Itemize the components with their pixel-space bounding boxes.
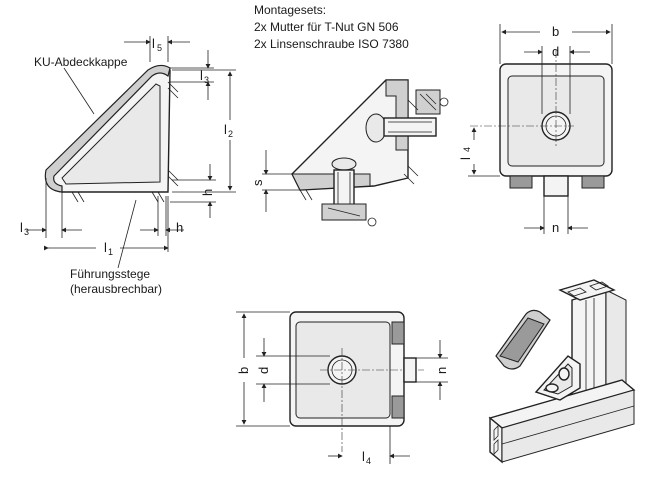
dim-l2-letter: l <box>224 122 227 137</box>
dim-s: s <box>250 179 265 186</box>
iso-bracket-bore-upper <box>558 367 570 381</box>
dim-l3-top-letter: l <box>200 68 203 83</box>
dim-l3-bottom-letter: l <box>20 220 23 235</box>
dim-l3-top-index: 3 <box>204 75 209 85</box>
rotated-web-top <box>391 321 405 345</box>
side-inner-face <box>61 83 161 185</box>
dim-l3-bottom-index: 3 <box>24 227 29 237</box>
section-view: Montagesets: 2x Mutter für T-Nut GN 506 … <box>250 3 449 227</box>
profile-vertical-top <box>558 279 616 301</box>
front-tab <box>543 175 569 197</box>
screw-shank-horizontal <box>383 117 437 137</box>
rotated-tab <box>403 357 417 383</box>
dim-l5-index: 5 <box>157 43 162 53</box>
screw-head-horizontal <box>365 113 387 143</box>
dim-l1-index: 1 <box>108 247 113 257</box>
label-mounting-line2: 2x Linsenschraube ISO 7380 <box>254 37 409 51</box>
label-guide-webs-line2: (herausbrechbar) <box>70 282 162 296</box>
dim-b-top: b <box>552 24 559 39</box>
dim-n-bottom: n <box>434 367 449 374</box>
section-hatch-horizontal <box>291 173 371 191</box>
dim-l4-top-letter: l <box>458 157 473 160</box>
front-web-left <box>509 175 533 189</box>
front-view-bottom: b d n l 4 <box>236 311 449 466</box>
dim-l4-bottom-letter: l <box>362 449 365 464</box>
iso-bracket-bore-lower <box>545 383 559 393</box>
label-cover-cap: KU-Abdeckkappe <box>34 55 128 69</box>
side-view: l 5 l 3 l 2 h h l 3 <box>20 36 236 296</box>
isometric-assembly <box>488 279 636 464</box>
dim-l2-index: 2 <box>228 129 233 139</box>
dim-h-horizontal: h <box>176 220 183 235</box>
dim-h-vertical: h <box>200 189 215 196</box>
dim-n-top: n <box>552 220 559 235</box>
dim-l5-letter: l <box>152 36 155 51</box>
label-mounting-title: Montagesets: <box>254 3 326 17</box>
guide-webs <box>71 81 179 203</box>
cover-cap-outline <box>44 64 171 193</box>
label-mounting-line1: 2x Mutter für T-Nut GN 506 <box>254 20 399 34</box>
rotated-web-bottom <box>391 395 405 419</box>
profile-horizontal-front <box>501 389 635 463</box>
label-guide-webs-line1: Führungsstege <box>70 267 150 281</box>
front-web-right <box>581 175 605 189</box>
dim-l1-letter: l <box>104 240 107 255</box>
dim-d-bottom: d <box>256 367 271 374</box>
dim-l4-top-index: 4 <box>462 147 472 152</box>
dim-d-top: d <box>552 44 559 59</box>
screw-head-vertical <box>331 157 357 171</box>
dim-l4-bottom-index: 4 <box>366 456 371 466</box>
dim-b-bottom: b <box>236 367 251 374</box>
front-view-top: b d l 4 n <box>458 24 613 235</box>
